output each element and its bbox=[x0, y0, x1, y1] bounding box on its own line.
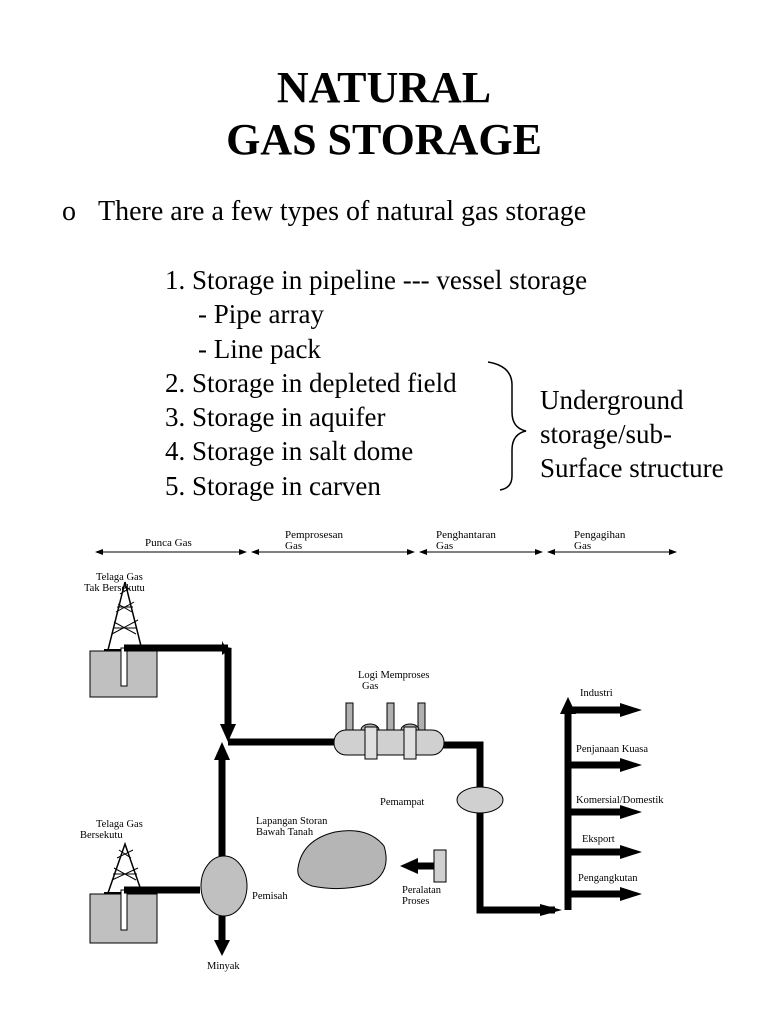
label-out-commercial: Komersial/Domestik bbox=[576, 795, 664, 806]
list-item-pipeline: 1. Storage in pipeline --- vessel storag… bbox=[165, 265, 588, 295]
label-plant-line-1: Logi Memproses bbox=[358, 670, 429, 681]
label-out-export: Eksport bbox=[582, 834, 615, 845]
label-equipment-line-1: Peralatan bbox=[402, 885, 442, 896]
pipelines bbox=[124, 644, 620, 940]
intro-text: There are a few types of natural gas sto… bbox=[98, 196, 587, 227]
list-item-salt-dome: 4. Storage in salt dome bbox=[165, 436, 414, 466]
stage-pengagihan-1: Pengagihan bbox=[574, 529, 626, 541]
list-subitem-pipe-array: - Pipe array bbox=[198, 299, 324, 329]
well-pipe-bottom bbox=[120, 889, 128, 931]
well-pipe-top bbox=[120, 647, 128, 687]
derrick-icon-bottom bbox=[104, 841, 146, 894]
label-separator: Pemisah bbox=[252, 891, 288, 902]
label-equipment-line-2: Proses bbox=[402, 896, 429, 907]
list-item-carven: 5. Storage in carven bbox=[165, 471, 381, 501]
process-equipment-icon bbox=[433, 849, 447, 883]
stage-pemprosesan-2: Gas bbox=[285, 540, 302, 552]
stage-pengagihan-2: Gas bbox=[574, 540, 591, 552]
processing-plant-icon bbox=[333, 702, 445, 760]
label-out-industry: Industri bbox=[580, 688, 613, 699]
stage-pemprosesan-1: Pemprosesan bbox=[285, 529, 344, 541]
stage-penghantaran-2: Gas bbox=[436, 540, 453, 552]
arrowheads bbox=[214, 641, 642, 956]
stage-punca-gas: Punca Gas bbox=[145, 537, 192, 549]
bullet-marker: o bbox=[62, 196, 76, 227]
stage-penghantaran-1: Penghantaran bbox=[436, 529, 496, 541]
list-item-depleted-field: 2. Storage in depleted field bbox=[165, 368, 457, 398]
label-out-power: Penjanaan Kuasa bbox=[576, 744, 648, 755]
label-storage-line-2: Bawah Tanah bbox=[256, 827, 314, 838]
bracket-note-line-1: Underground bbox=[540, 385, 684, 415]
separator-icon bbox=[200, 855, 248, 917]
label-plant-line-2: Gas bbox=[362, 681, 378, 692]
label-oil: Minyak bbox=[207, 961, 240, 972]
label-storage-line-1: Lapangan Storan bbox=[256, 816, 328, 827]
list-subitem-line-pack: - Line pack bbox=[198, 334, 321, 364]
label-well-1-line-1: Telaga Gas bbox=[96, 572, 143, 583]
curly-bracket bbox=[487, 361, 527, 491]
compressor-icon bbox=[456, 786, 504, 814]
underground-storage-icon bbox=[297, 830, 387, 890]
bracket-note-line-2: storage/sub- bbox=[540, 419, 672, 449]
label-well-2-line-2: Bersekutu bbox=[80, 830, 123, 841]
title-line-1: NATURAL bbox=[276, 63, 492, 112]
list-item-aquifer: 3. Storage in aquifer bbox=[165, 402, 386, 432]
title-line-2: GAS STORAGE bbox=[226, 115, 542, 164]
label-well-1-line-2: Tak Bersekutu bbox=[84, 583, 146, 594]
label-compressor: Pemampat bbox=[380, 797, 424, 808]
bracket-note-line-3: Surface structure bbox=[540, 453, 724, 483]
label-out-transport: Pengangkutan bbox=[578, 873, 638, 884]
label-well-2-line-1: Telaga Gas bbox=[96, 819, 143, 830]
